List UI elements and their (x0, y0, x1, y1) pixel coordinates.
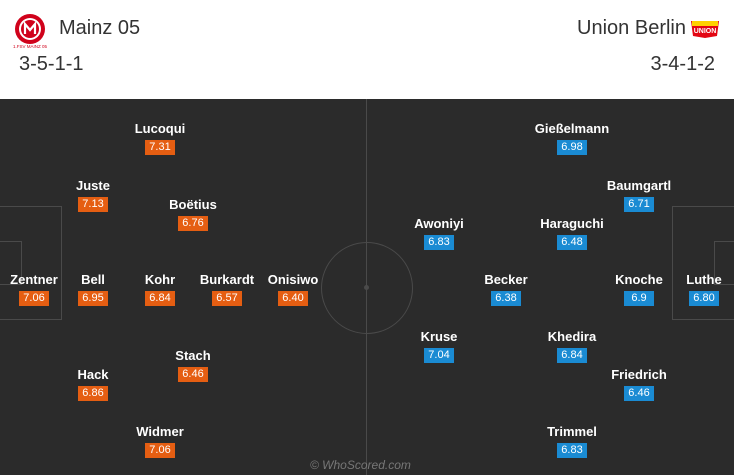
player-giesselmann[interactable]: Gießelmann 6.98 (532, 121, 612, 155)
player-friedrich[interactable]: Friedrich 6.46 (599, 367, 679, 401)
svg-text:UNION: UNION (694, 28, 717, 35)
player-name: Khedira (547, 329, 597, 344)
center-spot (364, 285, 369, 290)
player-rating: 7.06 (145, 443, 175, 458)
player-name: Haraguchi (540, 216, 604, 231)
player-rating: 6.9 (624, 291, 654, 306)
union-berlin-crest-icon: UNION (691, 21, 719, 38)
player-zentner[interactable]: Zentner 7.06 (0, 272, 74, 306)
player-name: Lucoqui (134, 121, 186, 136)
player-kruse[interactable]: Kruse 7.04 (399, 329, 479, 363)
player-baumgartl[interactable]: Baumgartl 6.71 (599, 178, 679, 212)
player-khedira[interactable]: Khedira 6.84 (532, 329, 612, 363)
player-rating: 6.95 (78, 291, 108, 306)
home-goal-box (0, 241, 22, 285)
player-rating: 6.98 (557, 140, 587, 155)
player-rating: 6.84 (557, 348, 587, 363)
player-name: Kruse (420, 329, 458, 344)
away-formation: 3-4-1-2 (650, 53, 715, 75)
player-hack[interactable]: Hack 6.86 (53, 367, 133, 401)
player-name: Becker (484, 272, 528, 287)
player-rating: 6.48 (557, 235, 587, 250)
player-name: Zentner (10, 272, 58, 287)
player-name: Hack (77, 367, 109, 382)
pitch (0, 99, 734, 475)
whoscored-watermark: © WhoScored.com (310, 458, 411, 472)
player-rating: 7.06 (19, 291, 49, 306)
player-name: Gießelmann (534, 121, 610, 136)
away-team-name[interactable]: Union Berlin (577, 17, 686, 39)
player-rating: 7.04 (424, 348, 454, 363)
player-rating: 6.57 (212, 291, 242, 306)
player-burkardt[interactable]: Burkardt 6.57 (187, 272, 267, 306)
player-rating: 7.31 (145, 140, 175, 155)
player-name: Widmer (136, 424, 184, 439)
player-rating: 6.86 (78, 386, 108, 401)
player-awoniyi[interactable]: Awoniyi 6.83 (399, 216, 479, 250)
player-name: Luthe (686, 272, 722, 287)
player-haraguchi[interactable]: Haraguchi 6.48 (532, 216, 612, 250)
player-name: Burkardt (199, 272, 255, 287)
home-team-name[interactable]: Mainz 05 (59, 17, 141, 39)
player-name: Onisiwo (267, 272, 319, 287)
player-name: Trimmel (547, 424, 597, 439)
player-rating: 7.13 (78, 197, 108, 212)
mainz-crest-icon: 1.FSV MAINZ 05 (13, 14, 47, 49)
player-juste[interactable]: Juste 7.13 (53, 178, 133, 212)
player-rating: 6.76 (178, 216, 208, 231)
player-bell[interactable]: Bell 6.95 (53, 272, 133, 306)
player-name: Knoche (615, 272, 663, 287)
player-name: Awoniyi (414, 216, 464, 231)
player-widmer[interactable]: Widmer 7.06 (120, 424, 200, 458)
player-luthe[interactable]: Luthe 6.80 (664, 272, 734, 306)
svg-text:1.FSV MAINZ 05: 1.FSV MAINZ 05 (13, 44, 47, 49)
player-name: Baumgartl (606, 178, 672, 193)
player-rating: 6.38 (491, 291, 521, 306)
player-rating: 6.46 (624, 386, 654, 401)
player-rating: 6.83 (424, 235, 454, 250)
player-rating: 6.71 (624, 197, 654, 212)
player-lucoqui[interactable]: Lucoqui 7.31 (120, 121, 200, 155)
center-circle (321, 242, 413, 334)
player-rating: 6.46 (178, 367, 208, 382)
home-penalty-box (0, 206, 62, 320)
player-stach[interactable]: Stach 6.46 (153, 348, 233, 382)
player-name: Kohr (144, 272, 176, 287)
player-onisiwo[interactable]: Onisiwo 6.40 (253, 272, 333, 306)
player-knoche[interactable]: Knoche 6.9 (599, 272, 679, 306)
player-name: Juste (76, 178, 110, 193)
away-penalty-box (672, 206, 734, 320)
player-rating: 6.40 (278, 291, 308, 306)
away-goal-box (714, 241, 734, 285)
player-boetius[interactable]: Boëtius 6.76 (153, 197, 233, 231)
player-trimmel[interactable]: Trimmel 6.83 (532, 424, 612, 458)
player-rating: 6.80 (689, 291, 719, 306)
player-becker[interactable]: Becker 6.38 (466, 272, 546, 306)
player-name: Friedrich (611, 367, 667, 382)
player-kohr[interactable]: Kohr 6.84 (120, 272, 200, 306)
player-name: Boëtius (169, 197, 217, 212)
player-name: Stach (175, 348, 211, 363)
player-rating: 6.83 (557, 443, 587, 458)
player-rating: 6.84 (145, 291, 175, 306)
match-header: 1.FSV MAINZ 05 Mainz 05 3-5-1-1 Union Be… (0, 0, 734, 96)
home-formation: 3-5-1-1 (19, 53, 84, 75)
player-name: Bell (81, 272, 105, 287)
